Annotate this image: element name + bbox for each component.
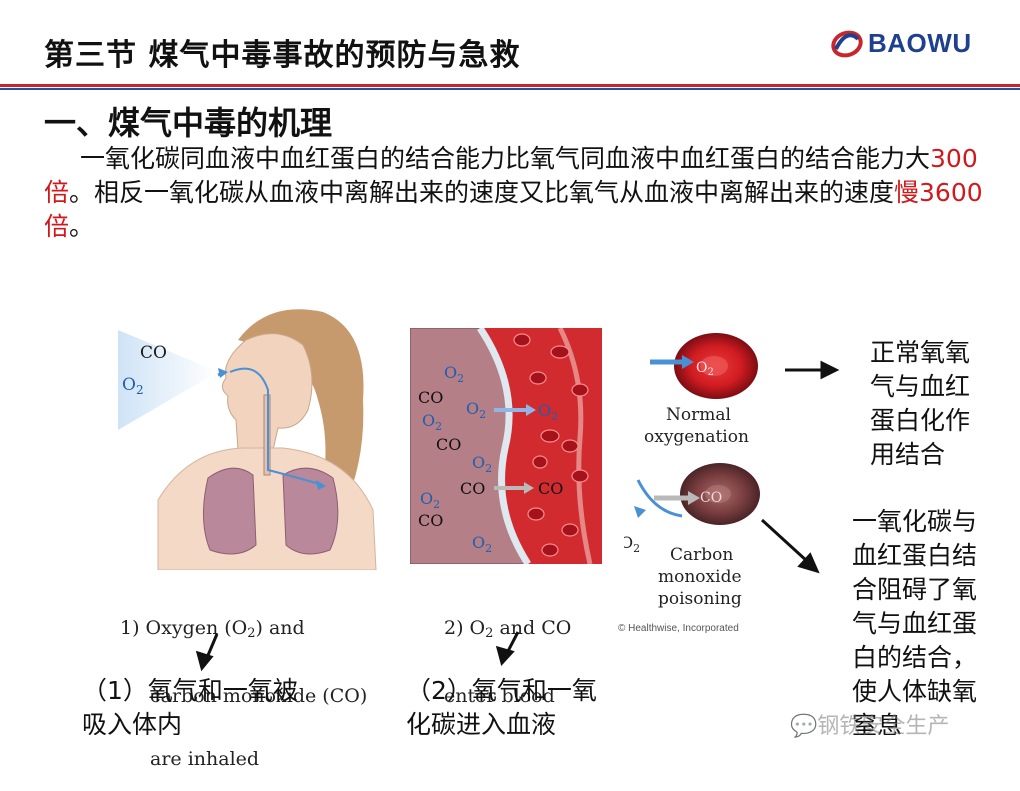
step1-line: 吸入体内 bbox=[82, 710, 183, 735]
baowu-logo-icon bbox=[831, 30, 863, 57]
step2-arrowhead bbox=[495, 645, 515, 667]
o2-label: O2 bbox=[472, 453, 492, 475]
panel2-gas-labels: O2 CO O2 O2 O2 CO O2 CO CO O2 CO O2 bbox=[418, 363, 563, 555]
vessel-wall-far bbox=[557, 328, 593, 564]
header-rule-red bbox=[0, 84, 1020, 87]
poison-caption-line3: poisoning bbox=[658, 589, 742, 609]
o2-blocked-arrow bbox=[636, 479, 683, 518]
normal-arrowhead bbox=[820, 360, 840, 380]
o2-label: O2 bbox=[420, 489, 440, 511]
co-binding-line: 窒息 bbox=[852, 711, 903, 735]
co-in-arrowhead bbox=[688, 491, 700, 505]
co-label: CO bbox=[436, 435, 461, 454]
o2-label: O2 bbox=[538, 401, 558, 423]
step1-line: （1）氧气和一氧被 bbox=[82, 676, 298, 705]
normal-binding-line: 用结合 bbox=[870, 440, 946, 469]
airflow-arrowhead bbox=[316, 480, 326, 490]
image-credit: © Healthwise, Incorporated bbox=[618, 623, 739, 634]
co-binding-line: 一氧化碳与 bbox=[852, 507, 978, 536]
co-binding-line: 血红蛋白结 bbox=[852, 541, 978, 570]
normal-caption-line1: Normal bbox=[666, 405, 731, 425]
panel1-co-label: CO bbox=[140, 343, 167, 363]
paragraph-text-1: 一氧化碳同血液中血红蛋白的结合能力比氧气同血液中血红蛋白的结合能力大 bbox=[80, 144, 931, 173]
o2-label: O2 bbox=[444, 363, 464, 385]
co-binding-line: 气与血红蛋 bbox=[852, 609, 978, 638]
o2-bounce-label: O2 bbox=[624, 533, 640, 555]
slide-title: 第三节 煤气中毒事故的预防与急救 bbox=[44, 38, 521, 73]
co-binding-line: 使人体缺氧 bbox=[852, 677, 978, 706]
co-label: CO bbox=[418, 511, 443, 530]
cell-o2-label: O2 bbox=[696, 360, 714, 378]
wechat-watermark: 💬钢铁安全生产 bbox=[790, 708, 949, 740]
watermark-text: 钢铁安全生产 bbox=[817, 714, 950, 739]
co-binding-label: 一氧化碳与 血红蛋白结 合阻碍了氧 气与血红蛋 白的结合， 使人体缺氧 窒息 bbox=[852, 505, 977, 735]
panel2-caption-line2: enter blood bbox=[444, 685, 555, 707]
normal-binding-label: 正常氧氧 气与血红 蛋白化作 用结合 bbox=[870, 336, 970, 472]
nose-arrowhead bbox=[218, 368, 228, 378]
panel1-o2-label: O2 bbox=[122, 375, 144, 397]
co-arrowhead bbox=[797, 552, 820, 574]
annotation-arrows bbox=[195, 360, 840, 672]
paragraph-text-3: 。 bbox=[69, 212, 95, 241]
highlight-3600x: 慢3600倍 bbox=[44, 178, 983, 241]
o2-label: O2 bbox=[472, 533, 492, 555]
right-lung bbox=[282, 467, 339, 555]
baowu-logo: BAOWU bbox=[830, 28, 972, 59]
o2-in-arrowhead bbox=[682, 355, 694, 369]
co-arrow-line bbox=[760, 518, 810, 564]
panel1-caption-line1: 1) Oxygen (O2) and bbox=[120, 617, 305, 642]
vessel-lumen bbox=[480, 328, 602, 564]
poison-caption-line1: Carbon bbox=[670, 545, 733, 565]
logo-text: BAOWU bbox=[868, 28, 972, 58]
co-transfer-arrowhead bbox=[524, 482, 534, 494]
normal-binding-line: 蛋白化作 bbox=[870, 406, 971, 435]
airflow-path bbox=[229, 367, 324, 486]
poison-caption-line2: monoxide bbox=[658, 567, 742, 587]
hemoglobin-illustration: O2 Normal oxygenation CO O2 Carbon monox… bbox=[624, 333, 760, 609]
co-label: CO bbox=[460, 479, 485, 498]
cell-co-label: CO bbox=[700, 490, 722, 506]
panel2-caption: 2) O2 and CO enter blood bbox=[444, 576, 571, 728]
panel1-caption-line2: carbon monoxide (CO) bbox=[150, 685, 368, 707]
left-lung bbox=[202, 467, 257, 555]
red-blood-cells bbox=[513, 333, 589, 557]
normal-binding-line: 正常氧氧 bbox=[870, 338, 971, 367]
normal-binding-line: 气与血红 bbox=[870, 372, 971, 401]
step1-label: （1）氧气和一氧被 吸入体内 bbox=[82, 674, 298, 735]
blood-vessel-illustration: O2 CO O2 O2 O2 CO O2 CO CO O2 CO O2 bbox=[410, 328, 602, 564]
co-label: CO bbox=[418, 388, 443, 407]
co-binding-line: 白的结合， bbox=[852, 643, 978, 672]
vessel-wall bbox=[477, 328, 531, 564]
co-cell-center bbox=[705, 485, 731, 503]
o2-label: O2 bbox=[466, 399, 486, 421]
co-binding-line: 合阻碍了氧 bbox=[852, 575, 978, 604]
step2-line: 化碳进入血液 bbox=[406, 710, 557, 735]
panel1-caption-line3: are inhaled bbox=[150, 748, 260, 770]
header-rule-blue bbox=[0, 88, 1020, 90]
wechat-icon: 💬 bbox=[790, 714, 818, 739]
step1-arrowhead bbox=[195, 650, 214, 672]
o2-transfer-arrowhead bbox=[526, 404, 536, 416]
o2-blocked-arrowhead bbox=[634, 506, 646, 518]
gas-cloud bbox=[118, 330, 218, 430]
inhalation-illustration: CO O2 bbox=[118, 309, 377, 570]
panel2-caption-line1: 2) O2 and CO bbox=[444, 617, 572, 642]
co-label: CO bbox=[538, 479, 563, 498]
normal-cell-center bbox=[700, 356, 728, 376]
section-title: 一、煤气中毒的机理 bbox=[44, 104, 333, 142]
normal-caption-line2: oxygenation bbox=[644, 427, 749, 447]
highlight-300x: 300倍 bbox=[44, 144, 978, 207]
mechanism-paragraph: 一氧化碳同血液中血红蛋白的结合能力比氧气同血液中血红蛋白的结合能力大300倍。相… bbox=[44, 142, 984, 244]
hair-shape bbox=[238, 309, 364, 510]
paragraph-text-2: 。相反一氧化碳从血液中离解出来的速度又比氧气从血液中离解出来的速度 bbox=[69, 178, 895, 207]
step2-label: （2）氧气和一氧 化碳进入血液 bbox=[406, 674, 597, 735]
step2-line: （2）氧气和一氧 bbox=[406, 676, 597, 705]
o2-label: O2 bbox=[422, 411, 442, 433]
